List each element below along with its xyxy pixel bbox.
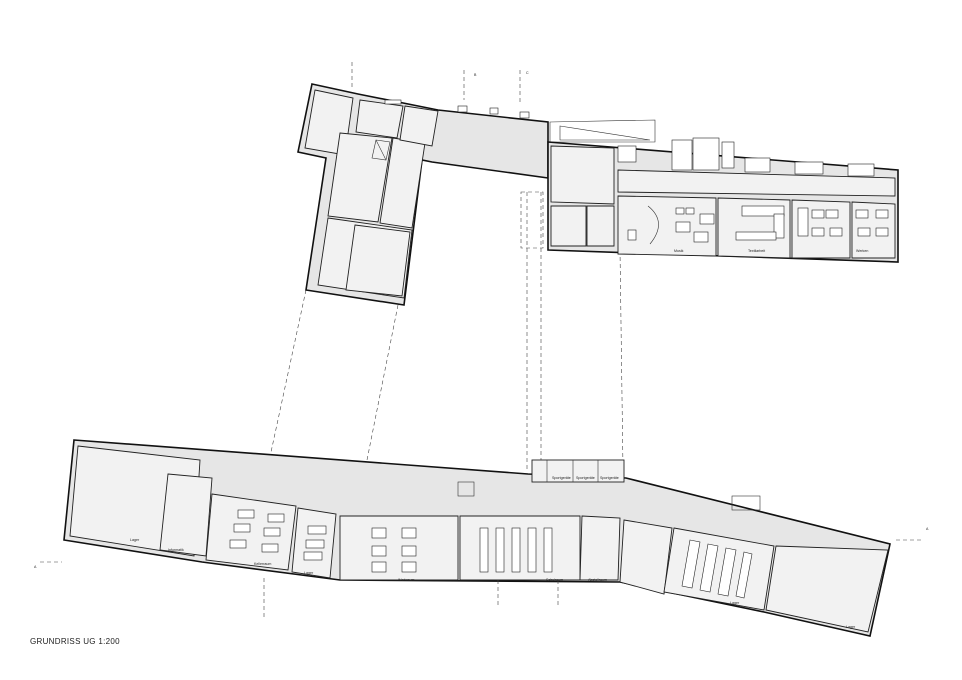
- room-label: Lager: [130, 538, 140, 542]
- room-label: Lager: [846, 625, 856, 629]
- north-east-wing: [547, 137, 899, 263]
- drawing-title: GRUNDRISS UG 1:200: [30, 637, 120, 646]
- room-label: Informatik: [168, 548, 184, 552]
- room-label: Musik: [674, 249, 684, 253]
- room-label: Sportgeräte: [576, 476, 595, 480]
- room-labels-lower: Informatik Sportgeräte Sportgeräte Sport…: [130, 476, 856, 629]
- section-markers: A A B C: [34, 62, 929, 569]
- room-label: Sportgeräte: [552, 476, 571, 480]
- room-label: Lager: [730, 601, 740, 605]
- room-label: Textilarbeit: [748, 249, 765, 253]
- room-label: Lager: [304, 571, 314, 575]
- room-label: Werkraum: [398, 578, 415, 582]
- desks-a: [229, 509, 417, 573]
- room-label: Werken: [856, 249, 868, 253]
- room-label: Kellerraum: [254, 562, 271, 566]
- south-wing: [40, 439, 922, 637]
- section-marker-c: C: [526, 71, 529, 75]
- section-marker-a-right: A: [926, 527, 929, 531]
- section-marker-b: B: [474, 73, 477, 77]
- west-wing: [297, 83, 656, 306]
- room-label: Abstellraum: [588, 578, 607, 582]
- room-label: Sportgeräte: [600, 476, 619, 480]
- room-label: Schulraum: [546, 578, 563, 582]
- room-labels-upper: Musik Textilarbeit Werken: [674, 249, 868, 253]
- section-marker-a-left: A: [34, 565, 37, 569]
- desks-b: [479, 527, 753, 599]
- courtyard-guidelines: [267, 191, 624, 481]
